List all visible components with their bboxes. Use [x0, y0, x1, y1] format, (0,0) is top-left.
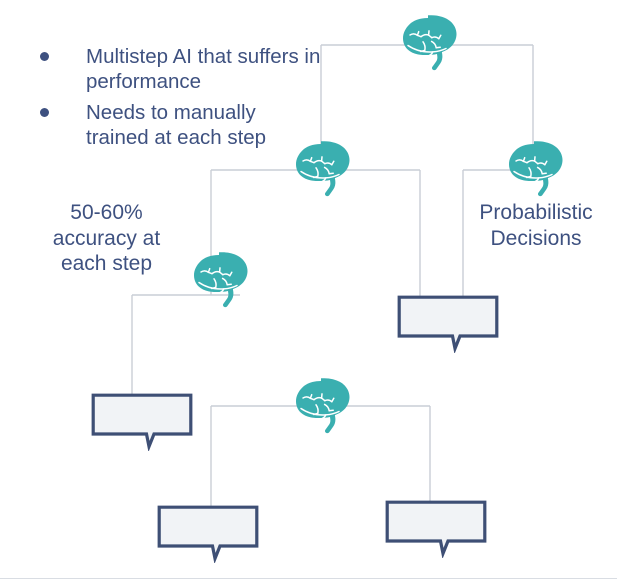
- speech-bubble-icon: [397, 295, 499, 353]
- brain-icon: [188, 251, 252, 313]
- speech-bubble-icon: [157, 505, 259, 563]
- speech-bubble-icon: [91, 393, 193, 451]
- speech-bubble-icon: [385, 500, 487, 558]
- brain-icon: [290, 140, 354, 202]
- bullet-dot-icon: [40, 108, 49, 117]
- brain-icon: [290, 377, 354, 439]
- list-item: Needs to manually trained at each step: [34, 100, 324, 150]
- bullet-text: Multistep AI that suffers in performance: [86, 45, 321, 93]
- accuracy-annotation: 50-60% accuracy at each step: [52, 201, 161, 275]
- bullet-list: Multistep AI that suffers in performance…: [34, 44, 324, 156]
- brain-icon: [397, 14, 461, 76]
- bullet-dot-icon: [40, 52, 49, 61]
- brain-icon: [503, 140, 567, 202]
- bullet-text: Needs to manually trained at each step: [86, 101, 267, 149]
- list-item: Multistep AI that suffers in performance: [34, 44, 324, 94]
- probabilistic-annotation: Probabilistic Decisions: [479, 201, 593, 250]
